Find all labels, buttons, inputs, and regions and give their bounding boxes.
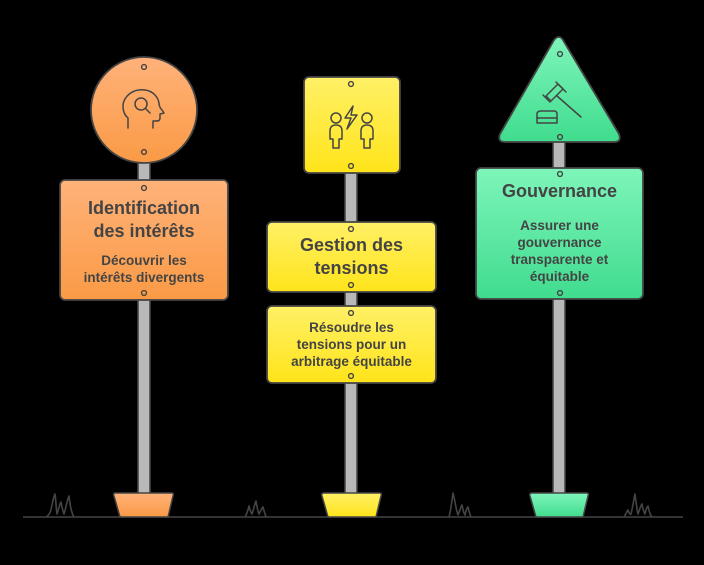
identification-title: Identification des intérêts (88, 197, 200, 243)
gouvernance-description: Assurer une gouvernance transparente et … (511, 217, 609, 285)
bolt-hole (140, 289, 148, 297)
title-board (266, 221, 437, 293)
title-line: des intérêts (93, 220, 195, 241)
tensions-description-text: Résoudre les tensions pour un arbitrage … (267, 316, 436, 372)
title-line: Gestion des (299, 235, 404, 255)
bolt-hole (140, 148, 148, 156)
description-line: gouvernance (517, 235, 602, 250)
gavel-icon (536, 81, 582, 124)
bolt-hole (347, 309, 355, 317)
bolt-hole (347, 225, 355, 233)
description-line: Résoudre les (309, 319, 394, 335)
identification-description: Découvrir les intérêts divergents (84, 252, 205, 286)
grass-tuft (45, 493, 75, 518)
title-board (475, 167, 644, 300)
bolt-hole (556, 289, 564, 297)
pole-base (321, 492, 383, 518)
bolt-hole (140, 184, 148, 192)
tensions-title: Gestion des tensions (300, 234, 403, 280)
description-line: arbitrage équitable (291, 353, 412, 369)
tensions-title-text: Gestion des tensions (267, 231, 436, 283)
bolt-hole (347, 80, 355, 88)
title-line: Identification (88, 197, 200, 218)
sign-gouvernance (475, 36, 644, 518)
bolt-hole (140, 63, 148, 71)
people-conflict-icon (329, 105, 374, 149)
bolt-hole (347, 162, 355, 170)
grass-tuft (623, 493, 653, 518)
title-board (59, 179, 229, 301)
bolt-hole (347, 281, 355, 289)
description-line: tensions pour un (296, 336, 407, 352)
square-sign (303, 76, 401, 174)
identification-board-text: Identification des intérêts Découvrir le… (60, 192, 228, 290)
bolt-hole (556, 170, 564, 178)
description-line: équitable (529, 269, 590, 284)
grass-tuft (244, 500, 267, 518)
bolt-hole (347, 372, 355, 380)
pole-base (529, 492, 590, 518)
sign-identification (59, 56, 229, 518)
gouvernance-board-text: Gouvernance Assurer une gouvernance tran… (476, 180, 643, 288)
gouvernance-title: Gouvernance (502, 180, 617, 203)
title-line: tensions (314, 258, 389, 278)
description-line: intérêts divergents (83, 269, 205, 285)
bolt-hole (556, 50, 564, 58)
head-search-icon (122, 89, 165, 129)
description-line: transparente et (510, 252, 609, 267)
triangle-sign (498, 36, 621, 143)
grass-tuft (448, 492, 472, 518)
tensions-description: Résoudre les tensions pour un arbitrage … (291, 319, 412, 370)
description-line: Assurer une (520, 218, 599, 233)
sign-tensions (266, 76, 437, 518)
title-line: Gouvernance (501, 181, 618, 201)
pole-base (112, 492, 175, 518)
bolt-hole (556, 133, 564, 141)
description-line: Découvrir les (101, 252, 187, 268)
description-board (266, 305, 437, 384)
